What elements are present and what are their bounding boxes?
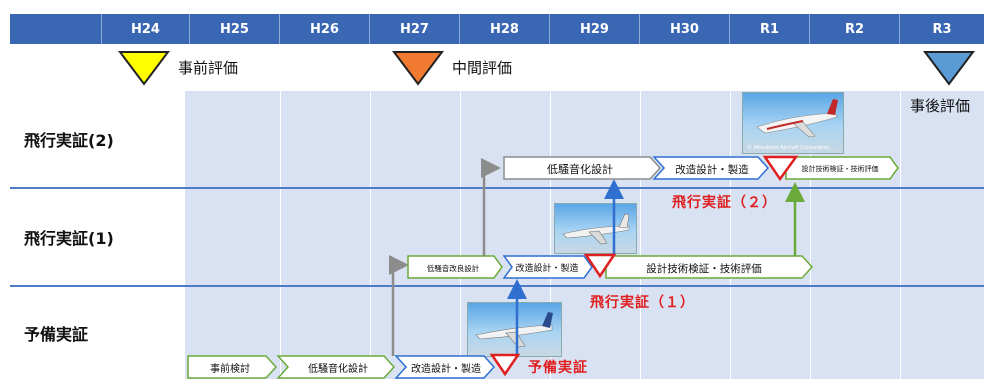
year-header: H24 [102,14,190,44]
milestone-triangle-icon [583,253,617,279]
milestone-label-prelim: 予備実証 [528,360,588,376]
year-header: H29 [550,14,640,44]
year-header: R2 [810,14,900,44]
task-label: 改造設計・製造 [411,362,481,375]
row-separator [10,187,984,189]
pre-evaluation-label: 事前評価 [178,59,239,77]
row-label-flight1: 飛行実証(1) [10,190,185,284]
year-divider [460,91,461,379]
milestone-triangle-icon [762,155,799,182]
milestone-label-flight1: 飛行実証（１） [590,295,695,311]
year-divider [280,91,281,379]
row-label-prelim: 予備実証 [10,287,185,379]
airplane-photo-prelim [467,302,562,357]
milestone-label-flight2: 飛行実証（２） [672,195,777,211]
airplane-photo-mrj: © Mitsubishi Aircraft Corporation [742,92,844,154]
photo-credit: © Mitsubishi Aircraft Corporation [747,145,830,151]
task-label: 改造設計・製造 [675,163,749,176]
milestone-triangle-icon [489,353,521,377]
row-separator [10,285,984,287]
post-evaluation-label: 事後評価 [910,97,971,115]
task-arrow [652,156,770,180]
year-divider [370,91,371,379]
task-label: 事前検討 [210,362,250,375]
task-arrow [394,355,496,379]
airplane-photo-jet [554,203,637,254]
year-divider [550,91,551,379]
task-arrow [187,355,278,379]
year-header: H28 [460,14,550,44]
header-blank [10,14,102,44]
task-label: 設計技術検証・技術評価 [646,262,762,275]
task-arrow [276,355,396,379]
year-header: R3 [900,14,984,44]
gray-connector [481,158,501,256]
task-label: 低騒音化設計 [547,162,613,176]
row-label-flight2: 飛行実証(2) [10,91,185,187]
year-header: R1 [730,14,810,44]
year-header: H25 [190,14,280,44]
mid-evaluation-triangle-icon [392,51,444,86]
year-header: H27 [370,14,460,44]
year-header: H30 [640,14,730,44]
task-arrow [503,156,662,180]
task-arrow [785,156,899,180]
mid-evaluation-label: 中間評価 [452,59,513,77]
task-label: 改造設計・製造 [515,262,578,274]
year-divider [810,91,811,379]
gray-connector [389,255,409,356]
year-divider [640,91,641,379]
task-arrow [605,255,814,279]
task-label: 低騒音改良設計 [427,263,480,273]
year-divider [730,91,731,379]
pre-evaluation-triangle-icon [118,51,170,86]
task-arrow [407,255,503,279]
year-header: H26 [280,14,370,44]
post-evaluation-triangle-icon [923,51,975,86]
task-label: 設計技術検証・技術評価 [802,164,879,173]
task-arrow [502,255,593,279]
year-divider [900,91,901,379]
task-label: 低騒音化設計 [308,362,368,375]
